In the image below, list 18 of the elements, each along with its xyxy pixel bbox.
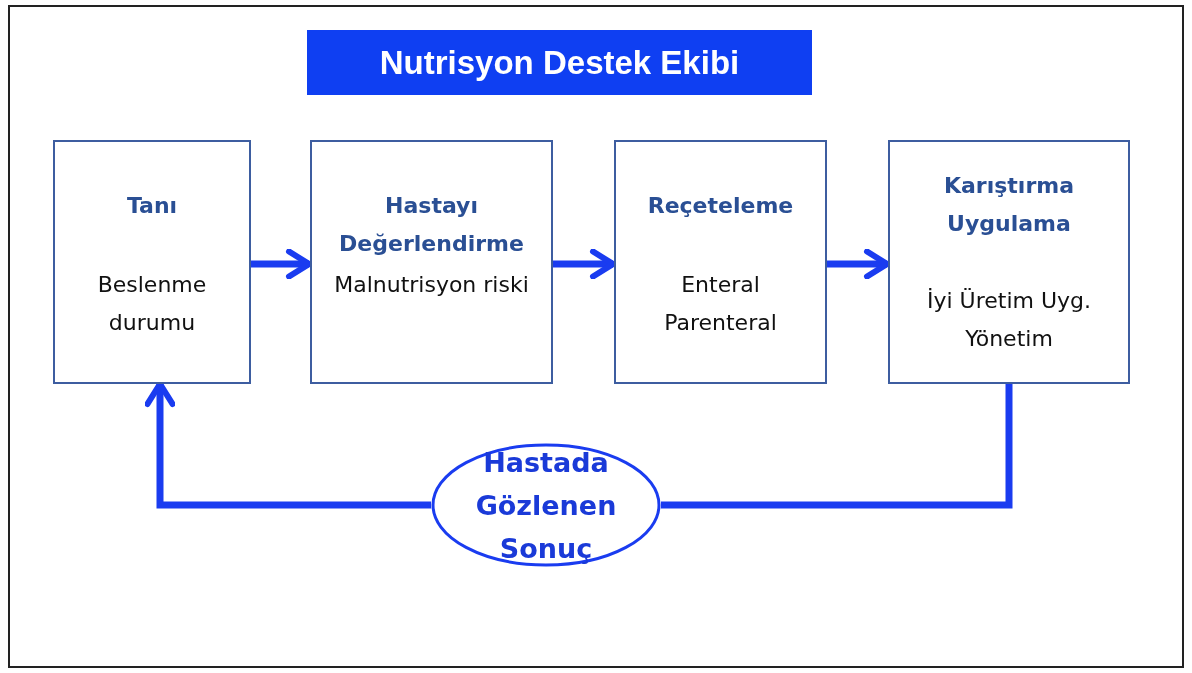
box-text: Beslenme durumu [96, 271, 208, 337]
outcome-ellipse [431, 443, 661, 567]
box-heading: Tanı [125, 192, 179, 220]
box-text: Enteral Parenteral [663, 271, 778, 337]
process-box [888, 140, 1130, 384]
title-banner: Nutrisyon Destek Ekibi [307, 30, 812, 95]
process-box [53, 140, 251, 384]
process-box [310, 140, 553, 384]
process-box [614, 140, 827, 384]
box-heading: Hastayı Değerlendirme [338, 192, 525, 258]
box-text: İyi Üretim Uyg. Yönetim [925, 287, 1093, 353]
box-text: Malnutrisyon riski [333, 271, 530, 299]
connector-arrow [553, 248, 616, 280]
connector-arrow [251, 248, 312, 280]
box-heading: Reçeteleme [646, 192, 795, 220]
connector-arrow [827, 248, 890, 280]
box-heading: Karıştırma Uygulama [942, 172, 1076, 238]
ellipse-label: Hastada Gözlenen Sonuç [474, 445, 618, 566]
